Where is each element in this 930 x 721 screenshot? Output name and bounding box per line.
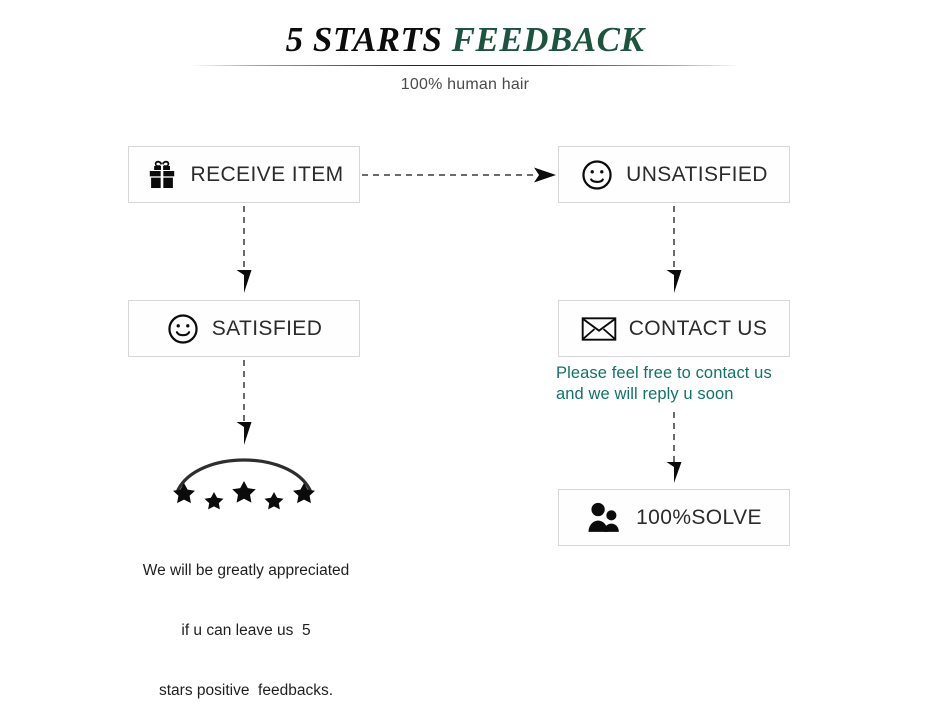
envelope-icon xyxy=(581,315,617,343)
page-subtitle: 100% human hair xyxy=(400,76,530,93)
star xyxy=(264,492,284,510)
contact-note-line-1: Please feel free to contact us xyxy=(556,364,772,382)
star xyxy=(232,481,256,503)
feedback-caption: We will be greatly appreciated if u can … xyxy=(104,521,388,721)
page-title: 5 STARTS FEEDBACK xyxy=(0,20,930,60)
contact-note: Please feel free to contact us and we wi… xyxy=(556,363,806,405)
arrow-contact-to-solve xyxy=(665,412,683,484)
two-people-icon xyxy=(586,501,624,535)
header-divider xyxy=(190,65,740,66)
arrow-receive-to-unsatisfied xyxy=(362,166,558,184)
star xyxy=(204,492,224,510)
flow-node-solve[interactable]: 100%SOLVE xyxy=(558,489,790,546)
feedback-caption-line-1: We will be greatly appreciated xyxy=(142,562,350,579)
flow-node-receive-item-label: RECEIVE ITEM xyxy=(190,162,344,186)
page-title-part-one: 5 STARTS xyxy=(285,20,452,59)
five-stars-arc-icon xyxy=(164,452,324,510)
flow-node-satisfied-label: SATISFIED xyxy=(211,316,323,340)
happy-face-icon xyxy=(166,312,200,346)
feedback-caption-line-3: stars positive feedbacks. xyxy=(158,682,334,699)
flow-node-solve-label: 100%SOLVE xyxy=(636,505,762,529)
arrow-unsatisfied-to-contact xyxy=(665,206,683,294)
flow-node-unsatisfied-label: UNSATISFIED xyxy=(626,162,768,186)
contact-note-line-2: and we will reply u soon xyxy=(556,385,734,403)
flow-node-unsatisfied[interactable]: UNSATISFIED xyxy=(558,146,790,203)
flow-node-receive-item[interactable]: RECEIVE ITEM xyxy=(128,146,360,203)
flow-node-contact-us-label: CONTACT US xyxy=(628,316,768,340)
flow-node-contact-us[interactable]: CONTACT US xyxy=(558,300,790,357)
feedback-caption-line-2: if u can leave us 5 xyxy=(181,622,311,639)
gift-box-icon xyxy=(145,158,179,192)
sad-face-icon xyxy=(580,158,614,192)
arrow-receive-to-satisfied xyxy=(235,206,253,294)
star xyxy=(293,483,315,504)
page-title-part-two: FEEDBACK xyxy=(451,20,645,59)
flow-node-satisfied[interactable]: SATISFIED xyxy=(128,300,360,357)
star xyxy=(173,483,195,504)
arrow-satisfied-to-stars xyxy=(235,360,253,446)
